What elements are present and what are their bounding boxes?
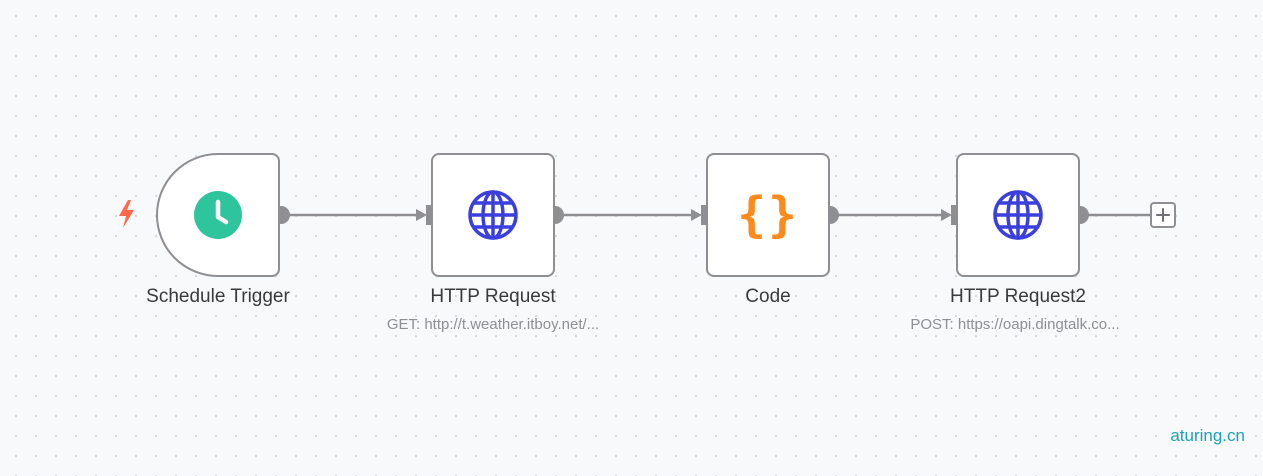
braces-icon: {} <box>737 187 799 243</box>
arrow-head <box>416 209 427 221</box>
add-node-button[interactable] <box>1150 202 1176 228</box>
node-label: Code <box>745 286 791 307</box>
arrow-head <box>691 209 702 221</box>
node-code[interactable]: {} <box>706 153 830 277</box>
arrow-head <box>941 209 952 221</box>
lightning-bolt-icon <box>119 200 134 228</box>
watermark: aturing.cn <box>1170 426 1245 445</box>
node-label: HTTP Request2 <box>950 286 1086 307</box>
node-schedule-trigger[interactable] <box>156 153 280 277</box>
globe-icon <box>465 187 521 243</box>
node-label: Schedule Trigger <box>146 286 290 307</box>
node-subtitle: GET: http://t.weather.itboy.net/... <box>386 316 600 333</box>
node-http-request[interactable] <box>431 153 555 277</box>
node-subtitle: POST: https://oapi.dingtalk.co... <box>910 316 1120 333</box>
globe-icon <box>990 187 1046 243</box>
input-handle[interactable] <box>701 205 708 225</box>
node-http-request2[interactable] <box>956 153 1080 277</box>
input-handle[interactable] <box>426 205 433 225</box>
node-label: HTTP Request <box>430 286 556 307</box>
clock-icon <box>190 187 246 243</box>
plus-icon <box>1156 208 1170 222</box>
input-handle[interactable] <box>951 205 958 225</box>
